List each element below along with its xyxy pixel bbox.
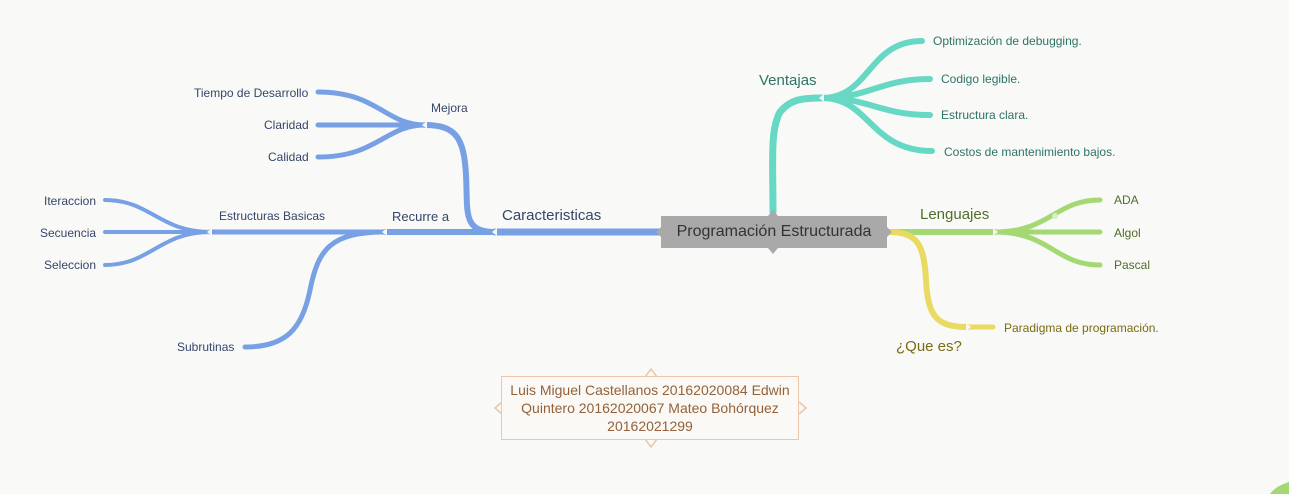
leaf-costos-label[interactable]: Costos de mantenimiento bajos.	[944, 145, 1116, 159]
credits-box[interactable]: Luis Miguel Castellanos 20162020084 Edwi…	[501, 376, 799, 440]
leaf-iteraccion-label[interactable]: Iteraccion	[44, 194, 97, 208]
central-node[interactable]: Programación Estructurada	[661, 216, 887, 248]
leaf-optimizacion-label[interactable]: Optimización de debugging.	[933, 34, 1082, 48]
leaf-tiempo	[315, 89, 428, 128]
leaf-estructura-label[interactable]: Estructura clara.	[941, 108, 1029, 122]
leaf-subrutinas-label[interactable]: Subrutinas	[177, 340, 235, 354]
leaf-codigo	[819, 76, 933, 101]
leaf-ada-label[interactable]: ADA	[1114, 193, 1139, 207]
leaf-codigo-label[interactable]: Codigo legible.	[941, 72, 1021, 86]
leaf-pascal	[992, 229, 1103, 268]
node-mejora[interactable]: Mejora	[431, 101, 468, 115]
branch-ventajas	[769, 94, 826, 216]
leaf-claridad-label[interactable]: Claridad	[264, 118, 309, 132]
branch-subrutinas	[242, 229, 388, 350]
leaf-tiempo-label[interactable]: Tiempo de Desarrollo	[194, 86, 309, 100]
node-caracteristicas[interactable]: Caracteristicas	[502, 207, 602, 224]
leaf-algol-label[interactable]: Algol	[1114, 226, 1141, 240]
leaf-paradigma-label[interactable]: Paradigma de programación.	[1004, 321, 1159, 335]
node-que-es[interactable]: ¿Que es?	[896, 338, 962, 355]
node-estructuras[interactable]: Estructuras Basicas	[219, 209, 326, 223]
leaf-secuencia-label[interactable]: Secuencia	[40, 226, 97, 240]
leaf-pascal-label[interactable]: Pascal	[1114, 258, 1151, 272]
node-ventajas[interactable]: Ventajas	[759, 72, 817, 89]
branch-que-es	[885, 229, 971, 330]
leaf-seleccion	[103, 230, 212, 267]
leaf-iteraccion	[103, 198, 212, 234]
node-recurre[interactable]: Recurre a	[392, 209, 450, 224]
node-lenguajes[interactable]: Lenguajes	[920, 206, 990, 223]
corner-decoration	[1270, 482, 1289, 494]
leaf-costos	[819, 95, 935, 154]
branch-mejora	[422, 122, 498, 235]
leaf-calidad	[315, 122, 428, 160]
leaf-ada	[992, 197, 1103, 235]
leaf-calidad-label[interactable]: Calidad	[268, 150, 309, 164]
leaf-seleccion-label[interactable]: Seleccion	[44, 258, 97, 272]
